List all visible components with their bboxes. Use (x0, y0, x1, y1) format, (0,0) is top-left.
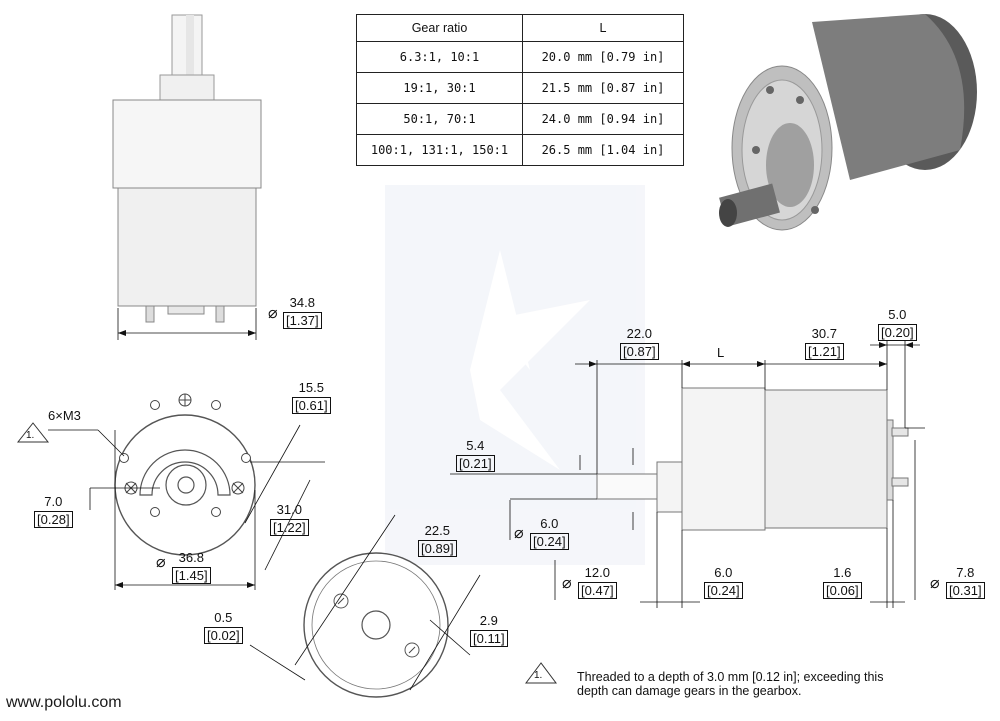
note-triangle-footnote (525, 662, 557, 684)
dim-mm: 7.0 (44, 494, 63, 509)
dim-mm: 22.5 (424, 523, 450, 538)
dimension-side-view (450, 340, 925, 608)
dim-in: 0.28 (40, 512, 66, 527)
dim-2-9: 2.9 [0.11] (470, 613, 508, 647)
dim-mm: 31.0 (276, 502, 302, 517)
dim-36-8: 36.8 [1.45] (172, 550, 211, 584)
footnote-line: Threaded to a depth of 3.0 mm [0.12 in];… (577, 670, 884, 684)
dim-1-6: 1.6 [0.06] (823, 565, 862, 599)
gear-ratio-cell: 50:1, 70:1 (356, 103, 523, 135)
dim-mm: 6.0 (714, 565, 733, 580)
dim-in: 0.31 (952, 583, 978, 598)
gear-ratio-cell: 100:1, 131:1, 150:1 (356, 134, 523, 166)
dim-in: 1.21 (811, 344, 837, 359)
note-mark-left: 1. (26, 430, 35, 441)
pololu-watermark (385, 185, 645, 565)
dim-in: 0.24 (536, 534, 562, 549)
diameter-symbol: ⌀ (514, 525, 524, 542)
dim-5-4: 5.4 [0.21] (456, 438, 495, 472)
dim-mm: 36.8 (178, 550, 204, 565)
dim-31-0: 31.0 [1.22] (270, 502, 309, 536)
dim-mm: 5.4 (466, 438, 485, 453)
dim-5-0: 5.0 [0.20] (878, 307, 917, 341)
dim-in: 0.06 (829, 583, 855, 598)
dim-in: 0.20 (884, 325, 910, 340)
motor-3d-render (719, 14, 977, 231)
length-cell: 21.5 mm [0.87 in] (522, 72, 684, 104)
dim-6-0-hub: 6.0 [0.24] (704, 565, 743, 599)
dim-in: 0.89 (424, 541, 450, 556)
dim-6-0-shaft: 6.0 [0.24] (530, 516, 569, 550)
gear-ratio-table: Gear ratio L 6.3:1, 10:1 20.0 mm [0.79 i… (356, 14, 684, 166)
diameter-symbol: ⌀ (562, 575, 572, 592)
dim-in: 1.45 (178, 568, 204, 583)
dim-in: 0.87 (626, 344, 652, 359)
dim-mm: 7.8 (956, 565, 975, 580)
table-row: 19:1, 30:1 21.5 mm [0.87 in] (356, 72, 684, 104)
length-cell: 20.0 mm [0.79 in] (522, 41, 684, 73)
gear-ratio-cell: 6.3:1, 10:1 (356, 41, 523, 73)
dim-in: 0.02 (210, 628, 236, 643)
dim-7-0: 7.0 [0.28] (34, 494, 73, 528)
dim-34-8: 34.8 [1.37] (283, 295, 322, 329)
dim-mm: 34.8 (289, 295, 315, 310)
dim-mm: 30.7 (811, 326, 837, 341)
length-cell: 26.5 mm [1.04 in] (522, 134, 684, 166)
diameter-symbol: ⌀ (156, 554, 166, 571)
dim-mm: 2.9 (479, 613, 498, 628)
dim-30-7: 30.7 [1.21] (805, 326, 844, 360)
dim-l-label: L (717, 345, 725, 360)
length-cell: 24.0 mm [0.94 in] (522, 103, 684, 135)
pololu-url[interactable]: www.pololu.com (6, 694, 122, 711)
side-view (112, 14, 262, 340)
end-view (48, 393, 325, 681)
screw-label: 6×M3 (48, 408, 81, 423)
dim-15-5: 15.5 [0.61] (292, 380, 331, 414)
table-row: 100:1, 131:1, 150:1 26.5 mm [1.04 in] (356, 134, 684, 166)
dim-in: 1.22 (276, 520, 302, 535)
diameter-symbol: ⌀ (268, 305, 278, 322)
dim-mm: 0.5 (214, 610, 233, 625)
dim-mm: 22.0 (626, 326, 652, 341)
dim-in: 0.24 (710, 583, 736, 598)
dim-7-8: 7.8 [0.31] (946, 565, 985, 599)
dim-in: 0.21 (462, 456, 488, 471)
dim-mm: 15.5 (298, 380, 324, 395)
dim-mm: 5.0 (888, 307, 907, 322)
diameter-symbol: ⌀ (930, 575, 940, 592)
footnote-line: depth can damage gears in the gearbox. (577, 684, 802, 698)
dim-in: 0.61 (298, 398, 324, 413)
footnote: Threaded to a depth of 3.0 mm [0.12 in];… (577, 670, 883, 698)
dim-0-5: 0.5 [0.02] (204, 610, 243, 644)
dim-mm: 6.0 (540, 516, 559, 531)
dim-mm: 1.6 (833, 565, 852, 580)
dim-in: 0.47 (584, 583, 610, 598)
dim-22-5: 22.5 [0.89] (418, 523, 457, 557)
header-l: L (522, 14, 684, 42)
dim-12-0: 12.0 [0.47] (578, 565, 617, 599)
dim-in: 1.37 (289, 313, 315, 328)
gear-ratio-cell: 19:1, 30:1 (356, 72, 523, 104)
dim-in: 0.11 (476, 631, 501, 646)
dim-mm: 12.0 (584, 565, 610, 580)
table-row: 50:1, 70:1 24.0 mm [0.94 in] (356, 103, 684, 135)
note-mark-footnote: 1. (534, 670, 543, 681)
dim-22-0: 22.0 [0.87] (620, 326, 659, 360)
flange-view (294, 514, 481, 698)
header-gear-ratio: Gear ratio (356, 14, 523, 42)
note-triangle-left (16, 422, 50, 443)
table-row: 6.3:1, 10:1 20.0 mm [0.79 in] (356, 41, 684, 73)
